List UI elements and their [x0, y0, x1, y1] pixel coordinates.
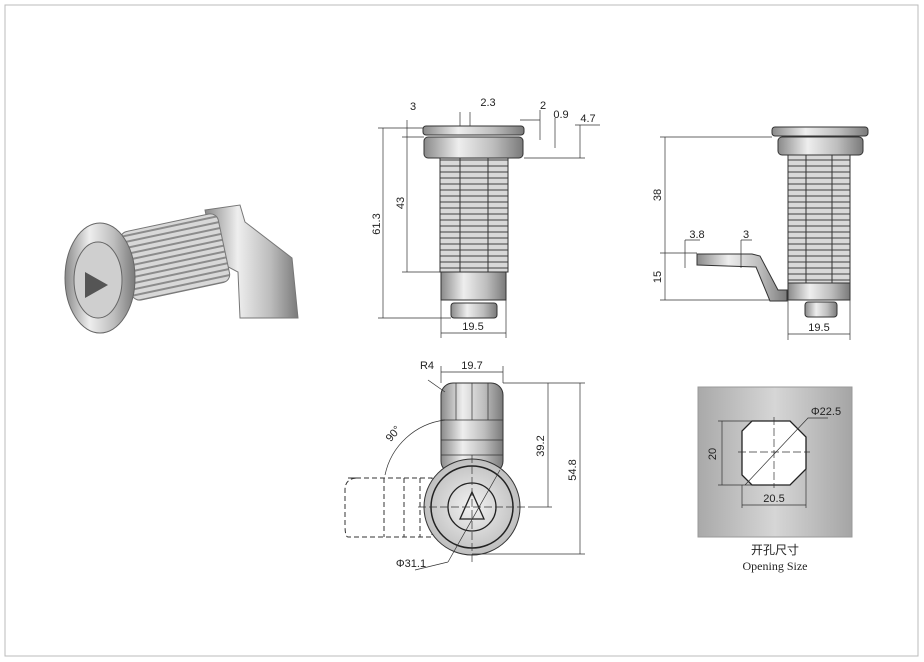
- bottom-view: R4 19.7 90° 39.2 54.8 Φ31.1: [344, 360, 585, 571]
- frame-border: [4, 4, 919, 657]
- dim-center-to-end: 39.2: [535, 435, 547, 456]
- dim-cam-offset: 15: [652, 271, 664, 283]
- dim-flange-diameter: Φ31.1: [396, 558, 426, 570]
- dim-cam-thickness: 3.8: [689, 229, 704, 241]
- opening-size-view: Φ22.5 20 20.5 开孔尺寸 Opening Size: [697, 386, 853, 573]
- dim-overall-height: 61.3: [371, 213, 383, 234]
- dim-2: 2: [540, 100, 546, 112]
- dim-radius: R4: [420, 360, 434, 372]
- front-view: 61.3 43 3 2.3 2 0.9 4.7 19.5: [371, 97, 600, 338]
- opening-caption-cn: 开孔尺寸: [751, 543, 799, 557]
- dim-opening-height: 20: [707, 448, 719, 460]
- dim-flange-step: 2.3: [480, 97, 495, 109]
- dim-opening-width: 20.5: [763, 493, 784, 505]
- dim-opening-diameter: Φ22.5: [811, 406, 841, 418]
- opening-caption-en: Opening Size: [743, 559, 808, 573]
- dim-cam-width: 19.7: [461, 360, 482, 372]
- dim-cam-bend: 3: [743, 229, 749, 241]
- dim-overall-length: 54.8: [567, 459, 579, 480]
- dim-body-width: 19.5: [462, 321, 483, 333]
- dim-rotation-angle: 90°: [384, 424, 404, 444]
- dim-4-7: 4.7: [580, 113, 595, 125]
- dim-0-9: 0.9: [553, 109, 568, 121]
- dim-upper-length: 38: [652, 189, 664, 201]
- dim-side-body-width: 19.5: [808, 322, 829, 334]
- dim-thread-length: 43: [395, 197, 407, 209]
- dim-flange-thickness: 3: [410, 101, 416, 113]
- side-view: 38 15 3.8 3 19.5: [652, 126, 869, 340]
- product-photo: [64, 204, 299, 334]
